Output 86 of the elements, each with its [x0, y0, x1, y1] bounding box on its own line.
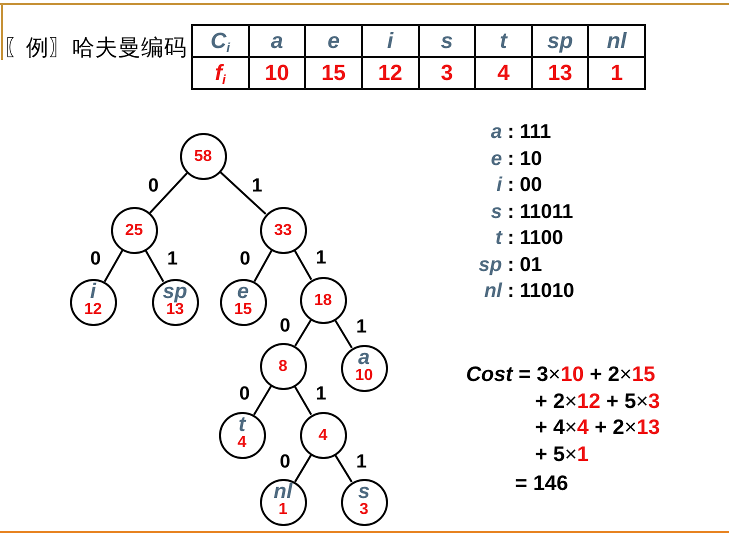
branch-line	[334, 320, 353, 348]
weight-number: 3	[360, 501, 368, 518]
branch-line	[334, 454, 353, 482]
edge-label: 1	[316, 384, 326, 404]
weight-number: 4	[318, 426, 328, 444]
code-entry: i : 00	[496, 174, 542, 196]
edge-label: 1	[167, 249, 178, 268]
table-cell: 4	[475, 57, 532, 89]
circle-node	[340, 478, 388, 526]
table-cell: 3	[418, 57, 476, 89]
circle-node	[70, 278, 116, 326]
circle-node	[260, 206, 306, 254]
branch-line	[294, 320, 312, 346]
table-cell: t	[475, 25, 532, 57]
formula-line: + 2×12 + 5×3	[535, 390, 660, 414]
edge-label: 0	[90, 249, 101, 268]
branch-line	[294, 250, 312, 280]
edge-label: 1	[252, 176, 262, 196]
table-cell: i	[362, 25, 418, 57]
edge-label: 0	[280, 316, 290, 336]
table-cell: 13	[532, 57, 588, 89]
circle-node	[300, 276, 346, 324]
edge-label: 1	[356, 452, 367, 472]
symbol-letter: sp	[162, 282, 188, 301]
branch-line	[220, 171, 266, 215]
circle-node	[340, 344, 388, 392]
edge-label: 1	[316, 248, 326, 268]
weight-number: 13	[166, 301, 184, 318]
edge-label: 0	[240, 249, 250, 268]
symbol-letter: e	[237, 282, 249, 301]
edge-label: 0	[239, 384, 250, 404]
table-cell: e	[305, 25, 362, 57]
circle-node	[218, 412, 266, 458]
branch-line	[254, 250, 272, 282]
table-cell: a	[248, 25, 306, 57]
table-cell: f$_{i}$	[192, 57, 249, 89]
table-cell: 10	[248, 57, 306, 89]
branch-line	[294, 386, 312, 416]
circle-node	[260, 342, 306, 390]
branch-line	[104, 250, 124, 282]
weight-number: 33	[274, 222, 292, 238]
circle-node	[152, 278, 198, 326]
symbol-letter: a	[358, 348, 370, 367]
weight-number: 10	[355, 367, 373, 384]
table-cell: 12	[362, 57, 418, 89]
branch-line	[294, 454, 312, 482]
formula-line: Cost = 3×10 + 2×15	[466, 363, 656, 387]
formula-line: + 5×1	[535, 443, 589, 467]
table-cell: s	[418, 25, 476, 57]
branch-line	[144, 250, 164, 282]
weight-number: 8	[278, 358, 288, 374]
branch-line	[149, 172, 188, 214]
table-cell: sp	[532, 25, 588, 57]
symbol-letter: t	[238, 415, 246, 434]
circle-node	[180, 132, 226, 180]
table-cell: C$_{i}$	[192, 25, 249, 57]
code-entry: s : 11011	[490, 200, 574, 222]
weight-number: 18	[314, 292, 332, 308]
code-entry: nl : 11010	[484, 280, 574, 302]
code-entry: t : 1100	[495, 227, 564, 249]
title: 〖例〗哈夫曼编码	[3, 35, 187, 61]
weight-number: 1	[278, 501, 288, 518]
circle-node	[260, 478, 306, 526]
edge-label: 0	[280, 452, 290, 472]
weight-number: 4	[238, 434, 246, 451]
edge-label: 0	[148, 176, 159, 196]
weight-number: 58	[194, 148, 212, 164]
code-entry: sp : 01	[478, 254, 542, 276]
circle-node	[220, 278, 266, 326]
formula-line: = 146	[515, 472, 568, 496]
code-entry: e : 10	[490, 148, 542, 170]
circle-node	[300, 412, 346, 458]
edge-label: 1	[356, 318, 367, 337]
table-cell: nl	[588, 25, 645, 57]
weight-number: 15	[234, 301, 252, 318]
branch-line	[253, 386, 272, 416]
formula-line: + 4×4 + 2×13	[535, 416, 660, 440]
table-cell: 1	[588, 57, 645, 89]
weight-number: 12	[84, 301, 102, 318]
symbol-letter: i	[90, 282, 96, 301]
circle-node	[110, 206, 158, 254]
symbol-letter: nl	[274, 482, 292, 501]
code-entry: a : 111	[490, 121, 551, 143]
symbol-letter: s	[358, 482, 370, 501]
weight-number: 25	[125, 222, 143, 238]
table-cell: 15	[305, 57, 362, 89]
